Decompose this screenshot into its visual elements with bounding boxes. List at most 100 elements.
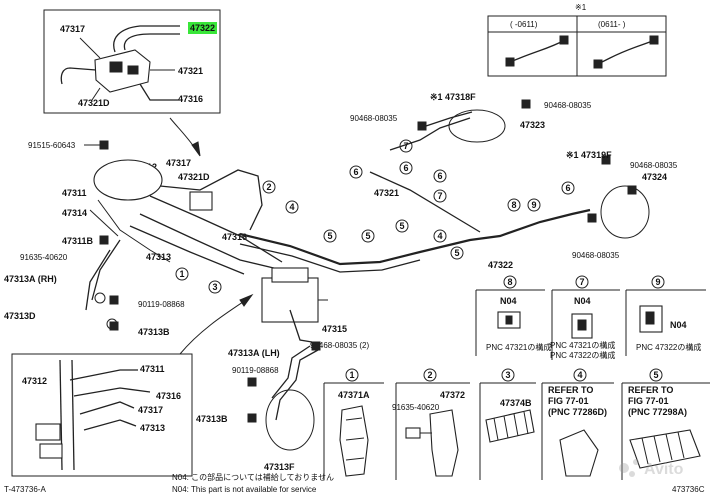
label-91635-40620: 91635-40620 [20,253,68,262]
label-90468-08035-a: 90468-08035 [544,101,592,110]
inset-col1: ( -0611) [510,20,538,29]
label-47315: 47315 [322,324,347,334]
label-47321: 47321 [374,188,399,198]
label-90468-08035-b: 90468-08035 [350,114,398,123]
svg-text:5: 5 [327,231,332,241]
label-90468-08035-d: 90468-08035 [572,251,620,260]
bottom-panel-5: 5 REFER TO FIG 77-01 (PNC 77298A) [621,368,710,480]
label-47313: 47313 [146,252,171,262]
label-47324: 47324 [642,172,667,182]
svg-text:N04: N04 [574,296,591,306]
booster-drawing [93,159,163,201]
detail-panel-7: 7 N04 PNC 47321の構成 PNC 47322の構成 [550,275,620,360]
label-47317-top: 47317 [60,24,85,34]
svg-text:PNC 47322の構成: PNC 47322の構成 [550,350,615,360]
svg-text:Avito: Avito [644,461,684,478]
detail-panel-9: 9 N04 PNC 47322の構成 [625,275,706,356]
svg-text:7: 7 [437,191,442,201]
label-47313D: 47313D [4,311,36,321]
svg-text:9: 9 [531,200,536,210]
label-47311: 47311 [62,188,87,198]
svg-text:5: 5 [653,370,658,380]
svg-text:REFER TO: REFER TO [628,385,673,395]
svg-text:47371A: 47371A [338,390,370,400]
svg-text:47374B: 47374B [500,398,532,408]
svg-text:6: 6 [565,183,570,193]
svg-text:6: 6 [403,163,408,173]
svg-text:8: 8 [507,277,512,287]
svg-text:7: 7 [403,141,408,151]
highlight-marker [188,22,217,34]
svg-text:FIG 77-01: FIG 77-01 [548,396,589,406]
svg-text:5: 5 [365,231,370,241]
label-90119-08868: 90119-08868 [138,300,185,309]
label-47311B: 47311B [62,236,94,246]
label-90468-08035-2: 90468-08035 (2) [310,341,369,350]
label-47316-b: 47316 [156,391,181,401]
footer-right-code: 473736C [672,485,705,494]
valve-drawing [189,191,213,211]
label-47313-b: 47313 [140,423,165,433]
label-47318F: ※1 47318F [430,92,476,102]
label-47313A-LH: 47313A (LH) [228,348,280,358]
lower-left-box [11,353,193,477]
svg-text:4: 4 [577,370,582,380]
svg-text:PNC 47322の構成: PNC 47322の構成 [636,342,701,352]
svg-text:91635-40620: 91635-40620 [392,403,440,412]
svg-text:47372: 47372 [440,390,465,400]
svg-text:1: 1 [349,370,354,380]
svg-text:(PNC 77286D): (PNC 77286D) [548,407,607,417]
note-en: N04: This part is not available for serv… [172,485,317,494]
label-47323: 47323 [520,120,545,130]
actuator-drawing [261,277,319,323]
svg-text:FIG 77-01: FIG 77-01 [628,396,669,406]
svg-text:8: 8 [511,200,516,210]
svg-text:3: 3 [212,282,217,292]
label-47311-b: 47311 [140,364,165,374]
main-brake-line [239,208,591,266]
label-47313A-RH: 47313A (RH) [4,274,57,284]
svg-text:5: 5 [399,221,404,231]
bottom-panel-1: 1 47371A [323,368,384,480]
label-47312-b: 47312 [22,376,47,386]
label-47319F: ※1 47319F [566,150,612,160]
bottom-panel-2: 2 47372 91635-40620 [392,368,470,480]
label-47322: 47322 [488,260,513,270]
svg-text:2: 2 [427,370,432,380]
label-47322-highlight[interactable]: 47322 [190,23,215,33]
svg-text:6: 6 [353,167,358,177]
detail-panel-8: 8 N04 PNC 47321の構成 [475,275,551,356]
svg-text:4: 4 [437,231,442,241]
svg-text:6: 6 [437,171,442,181]
svg-text:N04: N04 [500,296,517,306]
watermark-logo: Avito [619,459,684,478]
svg-text:5: 5 [454,248,459,258]
bottom-panel-4: 4 REFER TO FIG 77-01 (PNC 77286D) [541,368,614,480]
svg-text:2: 2 [266,182,271,192]
svg-text:PNC 47321の構成: PNC 47321の構成 [550,340,615,350]
label-47321-top: 47321 [178,66,203,76]
svg-text:N04: N04 [670,320,687,330]
label-91515-60643: 91515-60643 [28,141,76,150]
bottom-panel-3: 3 47374B [479,368,536,480]
svg-text:3: 3 [505,370,510,380]
label-47313B: 47313B [138,327,170,337]
label-90119-08868-b: 90119-08868 [232,366,279,375]
top-assembly-box [43,9,221,114]
svg-text:9: 9 [655,277,660,287]
label-47317: 47317 [166,158,191,168]
label-47316-top: 47316 [178,94,203,104]
label-47321D: 47321D [178,172,210,182]
svg-text:REFER TO: REFER TO [548,385,593,395]
svg-text:7: 7 [579,277,584,287]
svg-text:(PNC 77298A): (PNC 77298A) [628,407,687,417]
svg-text:PNC 47321の構成: PNC 47321の構成 [486,342,551,352]
footer-left-code: T-473736-A [4,485,46,494]
label-47321D-top: 47321D [78,98,110,108]
inset-col2: (0611- ) [598,20,626,29]
label-47313B-b: 47313B [196,414,228,424]
label-47314: 47314 [62,208,87,218]
svg-text:4: 4 [289,202,294,212]
